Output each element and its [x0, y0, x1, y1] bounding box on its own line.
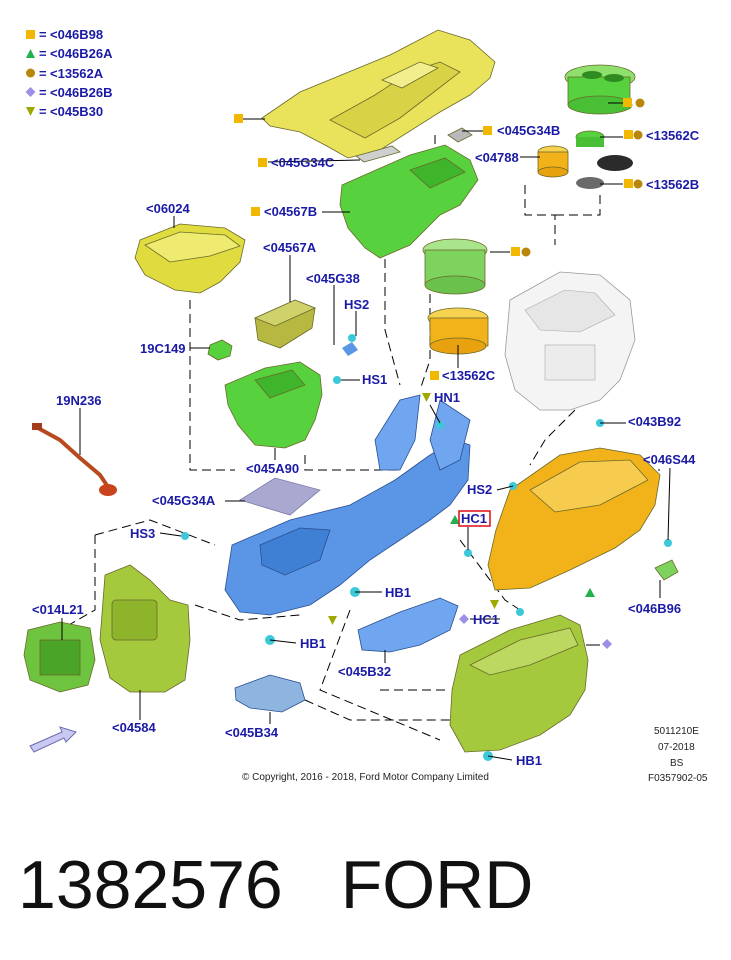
highlighted-callout-hc1[interactable]: HC1: [461, 511, 487, 526]
callout-label: <045B32: [338, 664, 391, 679]
orange-cup-insert: [537, 145, 569, 178]
callout-markers: [234, 98, 645, 649]
callout-label: HB1: [300, 636, 326, 651]
armrest-lid: [134, 223, 246, 294]
small-green-module: [207, 339, 233, 361]
legend-equals: =: [39, 104, 47, 119]
diagram-footer: 5011210E 07-2018 BS © Copyright, 2016 - …: [242, 726, 708, 784]
callout-label: <045G34B: [497, 123, 560, 138]
green-trim-piece: [654, 559, 679, 581]
callout-label: HN1: [434, 390, 460, 405]
air-vent-014L21: [23, 621, 96, 693]
legend-equals: =: [39, 85, 47, 100]
callout-label: <13562C: [646, 128, 700, 143]
legend-triangle-down-icon: [26, 107, 35, 116]
top-console-trim-panel: [261, 29, 496, 159]
left-side-panel: [99, 564, 191, 693]
callout-label: <045G34A: [152, 493, 216, 508]
legend-equals: =: [39, 27, 47, 42]
callout-label: 19C149: [140, 341, 186, 356]
highlighted-callout-box: [458, 510, 491, 527]
callout-label: <045B34: [225, 725, 279, 740]
legend-label: <046B26B: [50, 85, 113, 100]
callout-label: HS1: [362, 372, 387, 387]
lower-bracket-045B32: [357, 597, 459, 653]
legend: = <046B98 = <046B26A = <13562A = <046B26…: [25, 27, 113, 119]
pad-045G34A: [239, 477, 321, 516]
callout-labels: <045G34B <13562C <045G34C <04788 <13562B…: [32, 123, 700, 768]
callout-label: <043B92: [628, 414, 681, 429]
footer-date: 07-2018: [658, 742, 695, 753]
legend-triangle-icon: [26, 49, 35, 58]
brand-name: FORD: [340, 847, 534, 923]
cup-holder-rings: [575, 130, 633, 189]
callout-label: <046B96: [628, 601, 681, 616]
legend-label: <045B30: [50, 104, 103, 119]
upper-storage-bin: [339, 144, 479, 259]
lower-storage-bin: [224, 361, 323, 449]
callout-label: HS3: [130, 526, 155, 541]
callout-label: HB1: [385, 585, 411, 600]
footer-region: BS: [670, 758, 684, 769]
callout-label: <13562B: [646, 177, 699, 192]
legend-diamond-icon: [25, 87, 36, 97]
front-direction-arrow-icon: [29, 726, 77, 753]
part-number: 1382576: [18, 847, 283, 923]
callout-label: 19N236: [56, 393, 102, 408]
footer-figure-id: F0357902-05: [648, 773, 708, 784]
part-caption: 1382576 FORD: [18, 840, 718, 930]
legend-label: <13562A: [50, 66, 104, 81]
right-side-panel: [487, 447, 661, 591]
cup-holder-insert-top: [564, 64, 636, 115]
lower-bracket-045B34: [234, 674, 306, 713]
callout-label: HS2: [467, 482, 492, 497]
storage-liner: [253, 299, 317, 349]
lower-trim-panel: [449, 614, 589, 753]
callout-label: HB1: [516, 753, 542, 768]
callout-label: <04788: [475, 150, 519, 165]
callout-label: HC1: [473, 612, 499, 627]
footer-ref-code: 5011210E: [654, 726, 699, 737]
callout-label: <045A90: [246, 461, 299, 476]
callout-label: <046S44: [643, 452, 696, 467]
legend-label: <046B98: [50, 27, 103, 42]
copyright-text: © Copyright, 2016 - 2018, Ford Motor Com…: [242, 772, 489, 783]
callout-label: <04584: [112, 720, 157, 735]
callout-label: HS2: [344, 297, 369, 312]
callout-label: <04567A: [263, 240, 317, 255]
callout-label: <045G34C: [271, 155, 335, 170]
console-frame-bracket: [224, 394, 471, 616]
hvac-module: [504, 271, 636, 411]
cup-holder-insert-mid: [422, 238, 488, 295]
callout-label: <04567B: [264, 204, 317, 219]
callout-label: <045G38: [306, 271, 360, 286]
legend-equals: =: [39, 66, 47, 81]
legend-square-icon: [26, 30, 35, 39]
callout-label: <06024: [146, 201, 191, 216]
wiring-harness-19N236: [32, 423, 117, 496]
callout-label: <014L21: [32, 602, 84, 617]
legend-label: <046B26A: [50, 46, 113, 61]
exploded-parts-diagram: = <046B98 = <046B26A = <13562A = <046B26…: [23, 27, 708, 784]
leader-lines: [61, 102, 671, 761]
callout-label: <13562C: [442, 368, 496, 383]
legend-circle-icon: [26, 68, 35, 78]
legend-equals: =: [39, 46, 47, 61]
